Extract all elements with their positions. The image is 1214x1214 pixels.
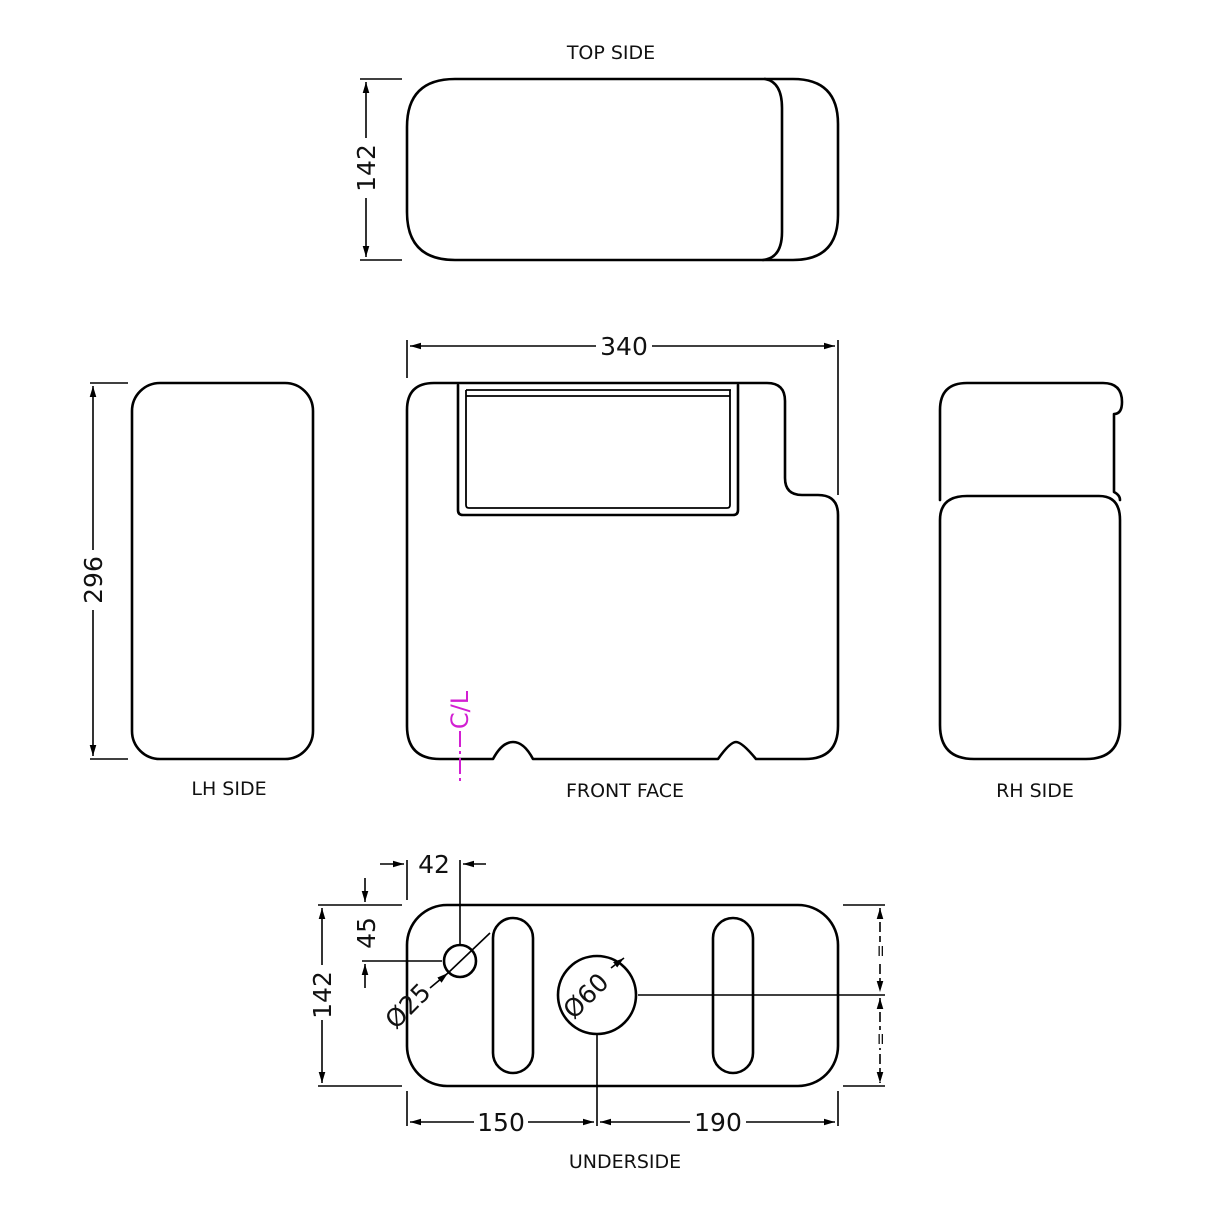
equal-mark-top: = [871, 944, 890, 957]
front-face-width-dim: 340 [600, 332, 648, 361]
top-side-height-dim: 142 [352, 144, 381, 192]
front-face-outline [405, 381, 840, 761]
underside-right-dim: 190 [694, 1108, 742, 1137]
front-face-label: FRONT FACE [566, 780, 684, 802]
underside-left-dim: 150 [477, 1108, 525, 1137]
top-side-view: TOP SIDE 142 [352, 42, 840, 262]
underside-small-hole [442, 943, 478, 979]
lh-side-height-dim: 296 [79, 556, 108, 604]
underside-slot-left [491, 916, 535, 1075]
top-side-label: TOP SIDE [566, 42, 655, 64]
centerline-label: C/L [446, 690, 474, 729]
eq-mask [872, 1030, 888, 1048]
eq-mask [872, 942, 888, 960]
rh-side-upper-outline [938, 381, 1124, 502]
front-face-view: 340 C/L FRONT FACE [405, 332, 840, 802]
underside-depth-dim: 142 [308, 971, 337, 1019]
dim-leader [610, 957, 625, 969]
underside-label: UNDERSIDE [569, 1151, 681, 1173]
front-face-recess-inner [465, 389, 731, 509]
top-side-inner-edge [761, 77, 784, 262]
front-face-recess-outer [456, 383, 740, 517]
rh-side-lower-outline [938, 494, 1122, 761]
rh-side-view: RH SIDE [938, 381, 1124, 802]
underside-offset-x-dim: 42 [418, 850, 450, 879]
dim-leader [429, 972, 449, 989]
small-hole-diameter: Ø25 [380, 978, 437, 1035]
lh-side-outline [130, 381, 315, 761]
equal-mark-bottom: = [871, 1032, 890, 1045]
top-side-outline [405, 77, 840, 262]
lh-side-view: 296 LH SIDE [79, 381, 315, 800]
underside-view: 142 42 45 Ø25 Ø60 = = [308, 850, 890, 1173]
large-hole-diameter: Ø60 [558, 968, 615, 1025]
dim-leader [447, 932, 491, 974]
rh-side-label: RH SIDE [996, 780, 1074, 802]
lh-side-label: LH SIDE [191, 778, 266, 800]
underside-offset-y-dim: 45 [352, 917, 381, 949]
underside-large-hole [556, 954, 638, 1036]
